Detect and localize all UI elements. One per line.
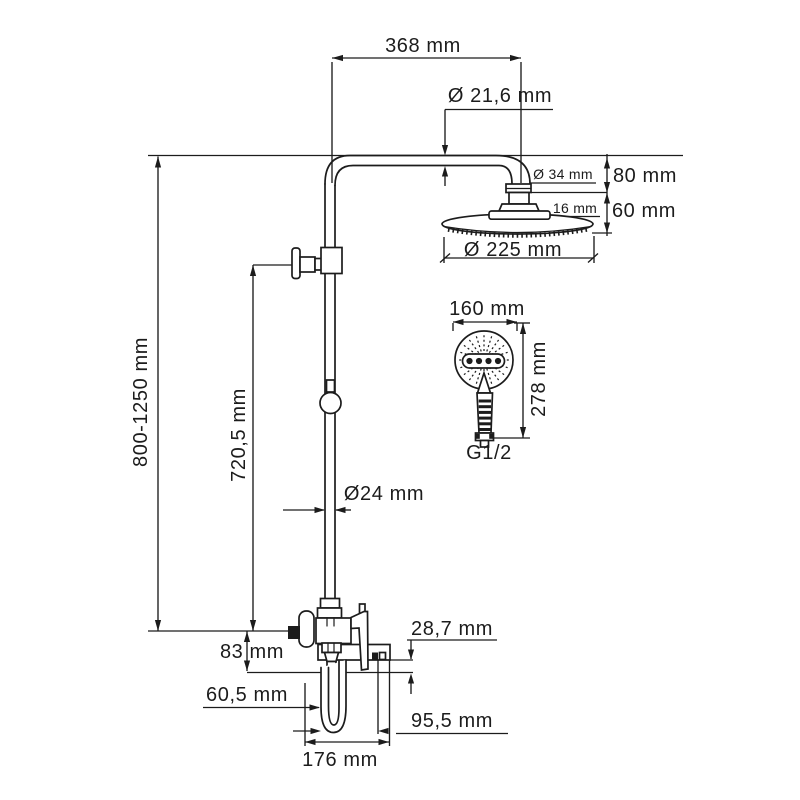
wall-escutcheon [298, 610, 315, 648]
hand-shower [454, 330, 514, 448]
dim-label-handshower-length: 278 mm [528, 341, 550, 417]
wall-anchor [288, 626, 300, 639]
handle-ribs [478, 399, 492, 431]
dim-label-column-height: 800-1250 mm [130, 337, 152, 467]
dim-label-shelf-offset: 28,7 mm [410, 618, 494, 640]
wall-bracket [291, 246, 343, 280]
thread-stub [479, 439, 490, 448]
dim-label-spout-drop: 83 mm [219, 641, 285, 663]
spray-selector-plate [461, 353, 506, 369]
selector-dots [466, 357, 502, 365]
slider-knob [319, 379, 342, 415]
pipe-collar [319, 597, 341, 609]
shower-arm [324, 154, 531, 187]
dim-label-slide-height: 720,5 mm [228, 388, 250, 482]
head-connector [497, 183, 541, 212]
dim-label-arm-tube-diameter: Ø 21,6 mm [447, 85, 553, 107]
dim-label-head-diameter: Ø 225 mm [463, 239, 563, 261]
label-handshower-thread: G1/2 [466, 442, 512, 464]
dim-label-spout-reach: 60,5 mm [205, 684, 289, 706]
rain-shower-head [441, 210, 594, 238]
bath-spout [320, 642, 347, 734]
mixer-lever [350, 610, 369, 671]
mixer-faucet [288, 597, 391, 671]
head-mount-plate [488, 210, 551, 221]
dim-label-head-offset-top: 80 mm [612, 165, 678, 187]
dim-label-handshower-head-diameter: 160 mm [449, 298, 525, 320]
dim-label-arm-length: 368 mm [385, 35, 461, 57]
pipe-nut [316, 607, 343, 619]
dim-label-head-offset-bottom: 60 mm [611, 200, 677, 222]
nozzle-texture [447, 227, 588, 238]
dimension-arrowheads [154, 54, 611, 746]
shower-fixture [288, 154, 594, 734]
dim-label-head-connector-diameter: Ø 34 mm [533, 166, 593, 182]
dim-label-head-plate-thickness: 16 mm [552, 200, 598, 216]
dim-label-faucet-width: 176 mm [302, 749, 378, 771]
spray-pattern [458, 334, 510, 386]
dim-label-holder-reach: 95,5 mm [410, 710, 494, 732]
dim-label-pipe-diameter: Ø24 mm [343, 483, 425, 505]
